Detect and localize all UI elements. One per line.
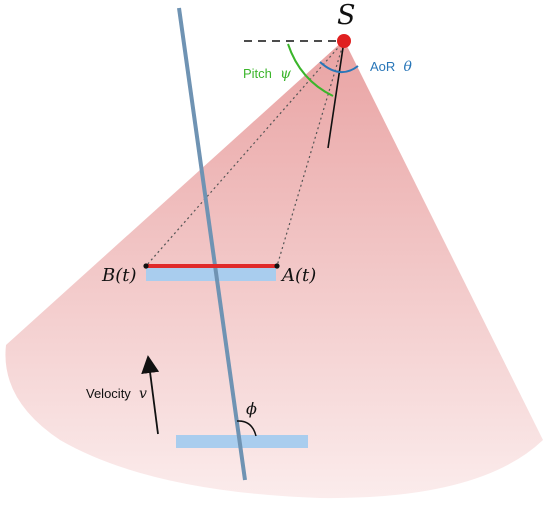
pitch-symbol: ψ <box>280 66 292 82</box>
aor-text: AoR <box>370 59 395 74</box>
point-a-label: A(t) <box>280 265 316 286</box>
trajectory-axis <box>177 7 247 481</box>
phi-label: ϕ <box>246 399 257 418</box>
pitch-text: Pitch <box>243 66 272 81</box>
aor-arc <box>319 61 359 73</box>
source-label: S <box>337 0 356 31</box>
target-strip-upper <box>146 267 276 281</box>
velocity-symbol: v <box>139 386 147 402</box>
aor-label: AoR θ <box>370 59 412 75</box>
source-dot <box>337 34 351 48</box>
point-b-dot <box>143 263 149 269</box>
aor-symbol: θ <box>403 59 412 75</box>
arrow-up-icon <box>141 355 160 435</box>
velocity-text: Velocity <box>86 386 131 401</box>
boresight-line <box>327 40 345 149</box>
pitch-label: Pitch ψ <box>243 66 292 82</box>
phi-arc <box>236 420 257 437</box>
velocity-label: Velocity v <box>86 386 147 402</box>
point-b-label: B(t) <box>101 265 137 286</box>
pitch-arc <box>287 43 334 97</box>
target-strip-lower <box>176 435 308 448</box>
point-a-dot <box>274 263 280 269</box>
sight-line-to-a <box>276 40 345 267</box>
